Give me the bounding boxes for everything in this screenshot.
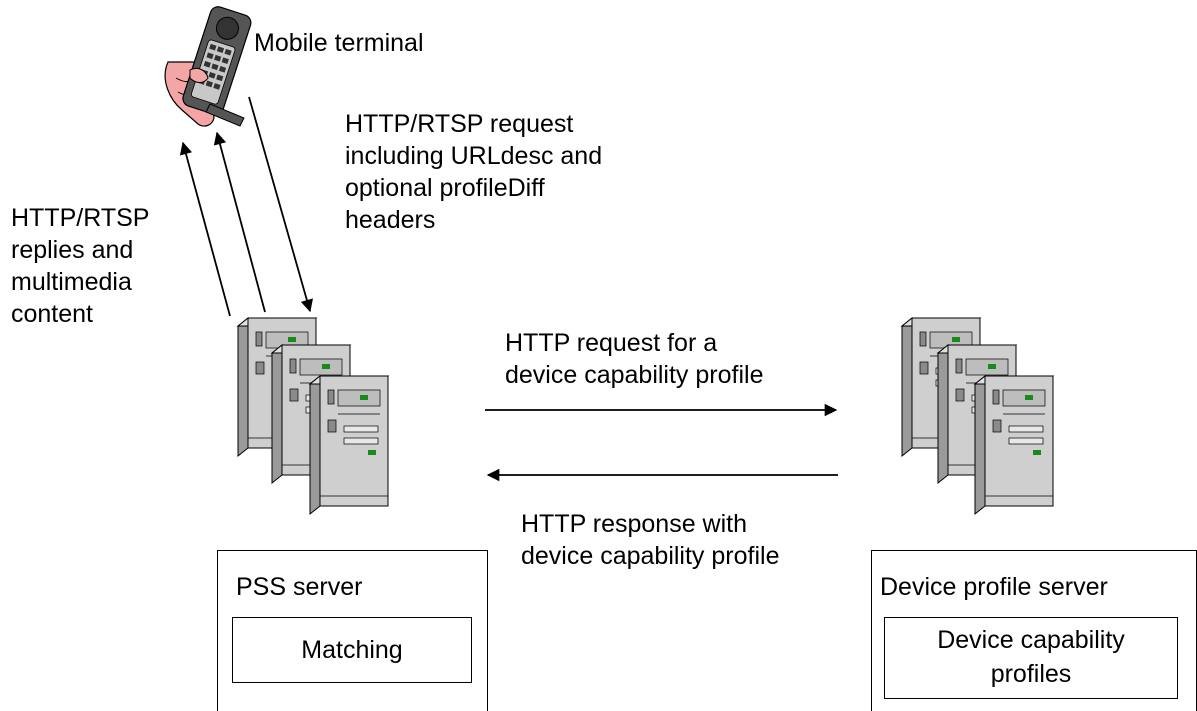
- matching-label: Matching: [301, 636, 403, 664]
- profile-response-line-2: device capability profile: [521, 542, 780, 570]
- profile-request-line-1: HTTP request for a: [505, 329, 718, 357]
- replies-line-1: HTTP/RTSP: [11, 204, 150, 232]
- pss-server-box: PSS server Matching: [217, 550, 488, 711]
- request-line-2: including URLdesc and: [345, 142, 603, 170]
- reply-arrow-2: [213, 131, 266, 313]
- mobile-terminal-label: Mobile terminal: [254, 29, 424, 57]
- pss-server-title: PSS server: [236, 573, 363, 601]
- device-profile-server-box: Device profile server Device capability …: [871, 550, 1197, 711]
- profile-response-label: HTTP response with device capability pro…: [521, 508, 779, 572]
- device-profile-server-icon: [901, 317, 1054, 515]
- request-to-pss-label: HTTP/RTSP request including URLdesc and …: [345, 108, 602, 236]
- request-line-3: optional profileDiff: [345, 174, 545, 202]
- device-capability-profiles-box: Device capability profiles: [884, 617, 1178, 699]
- profile-request-line-2: device capability profile: [505, 361, 764, 389]
- replies-line-3: multimedia: [11, 268, 132, 296]
- device-capability-line-1: Device capability: [937, 626, 1125, 654]
- mobile-phone-icon: [164, 6, 252, 127]
- request-line-4: headers: [345, 206, 436, 234]
- matching-box: Matching: [232, 617, 472, 683]
- replies-line-4: content: [11, 300, 94, 328]
- request-line-1: HTTP/RTSP request: [345, 110, 574, 138]
- profile-response-line-1: HTTP response with: [521, 510, 748, 538]
- replies-line-2: replies and: [11, 236, 134, 264]
- device-profile-server-title: Device profile server: [880, 573, 1108, 601]
- pss-server-icon: [237, 317, 389, 515]
- replies-to-mobile-label: HTTP/RTSP replies and multimedia content: [11, 202, 149, 330]
- profile-request-label: HTTP request for a device capability pro…: [505, 327, 763, 391]
- device-capability-line-2: profiles: [990, 660, 1072, 688]
- reply-arrow-1: [179, 141, 231, 317]
- request-arrow: [248, 96, 313, 313]
